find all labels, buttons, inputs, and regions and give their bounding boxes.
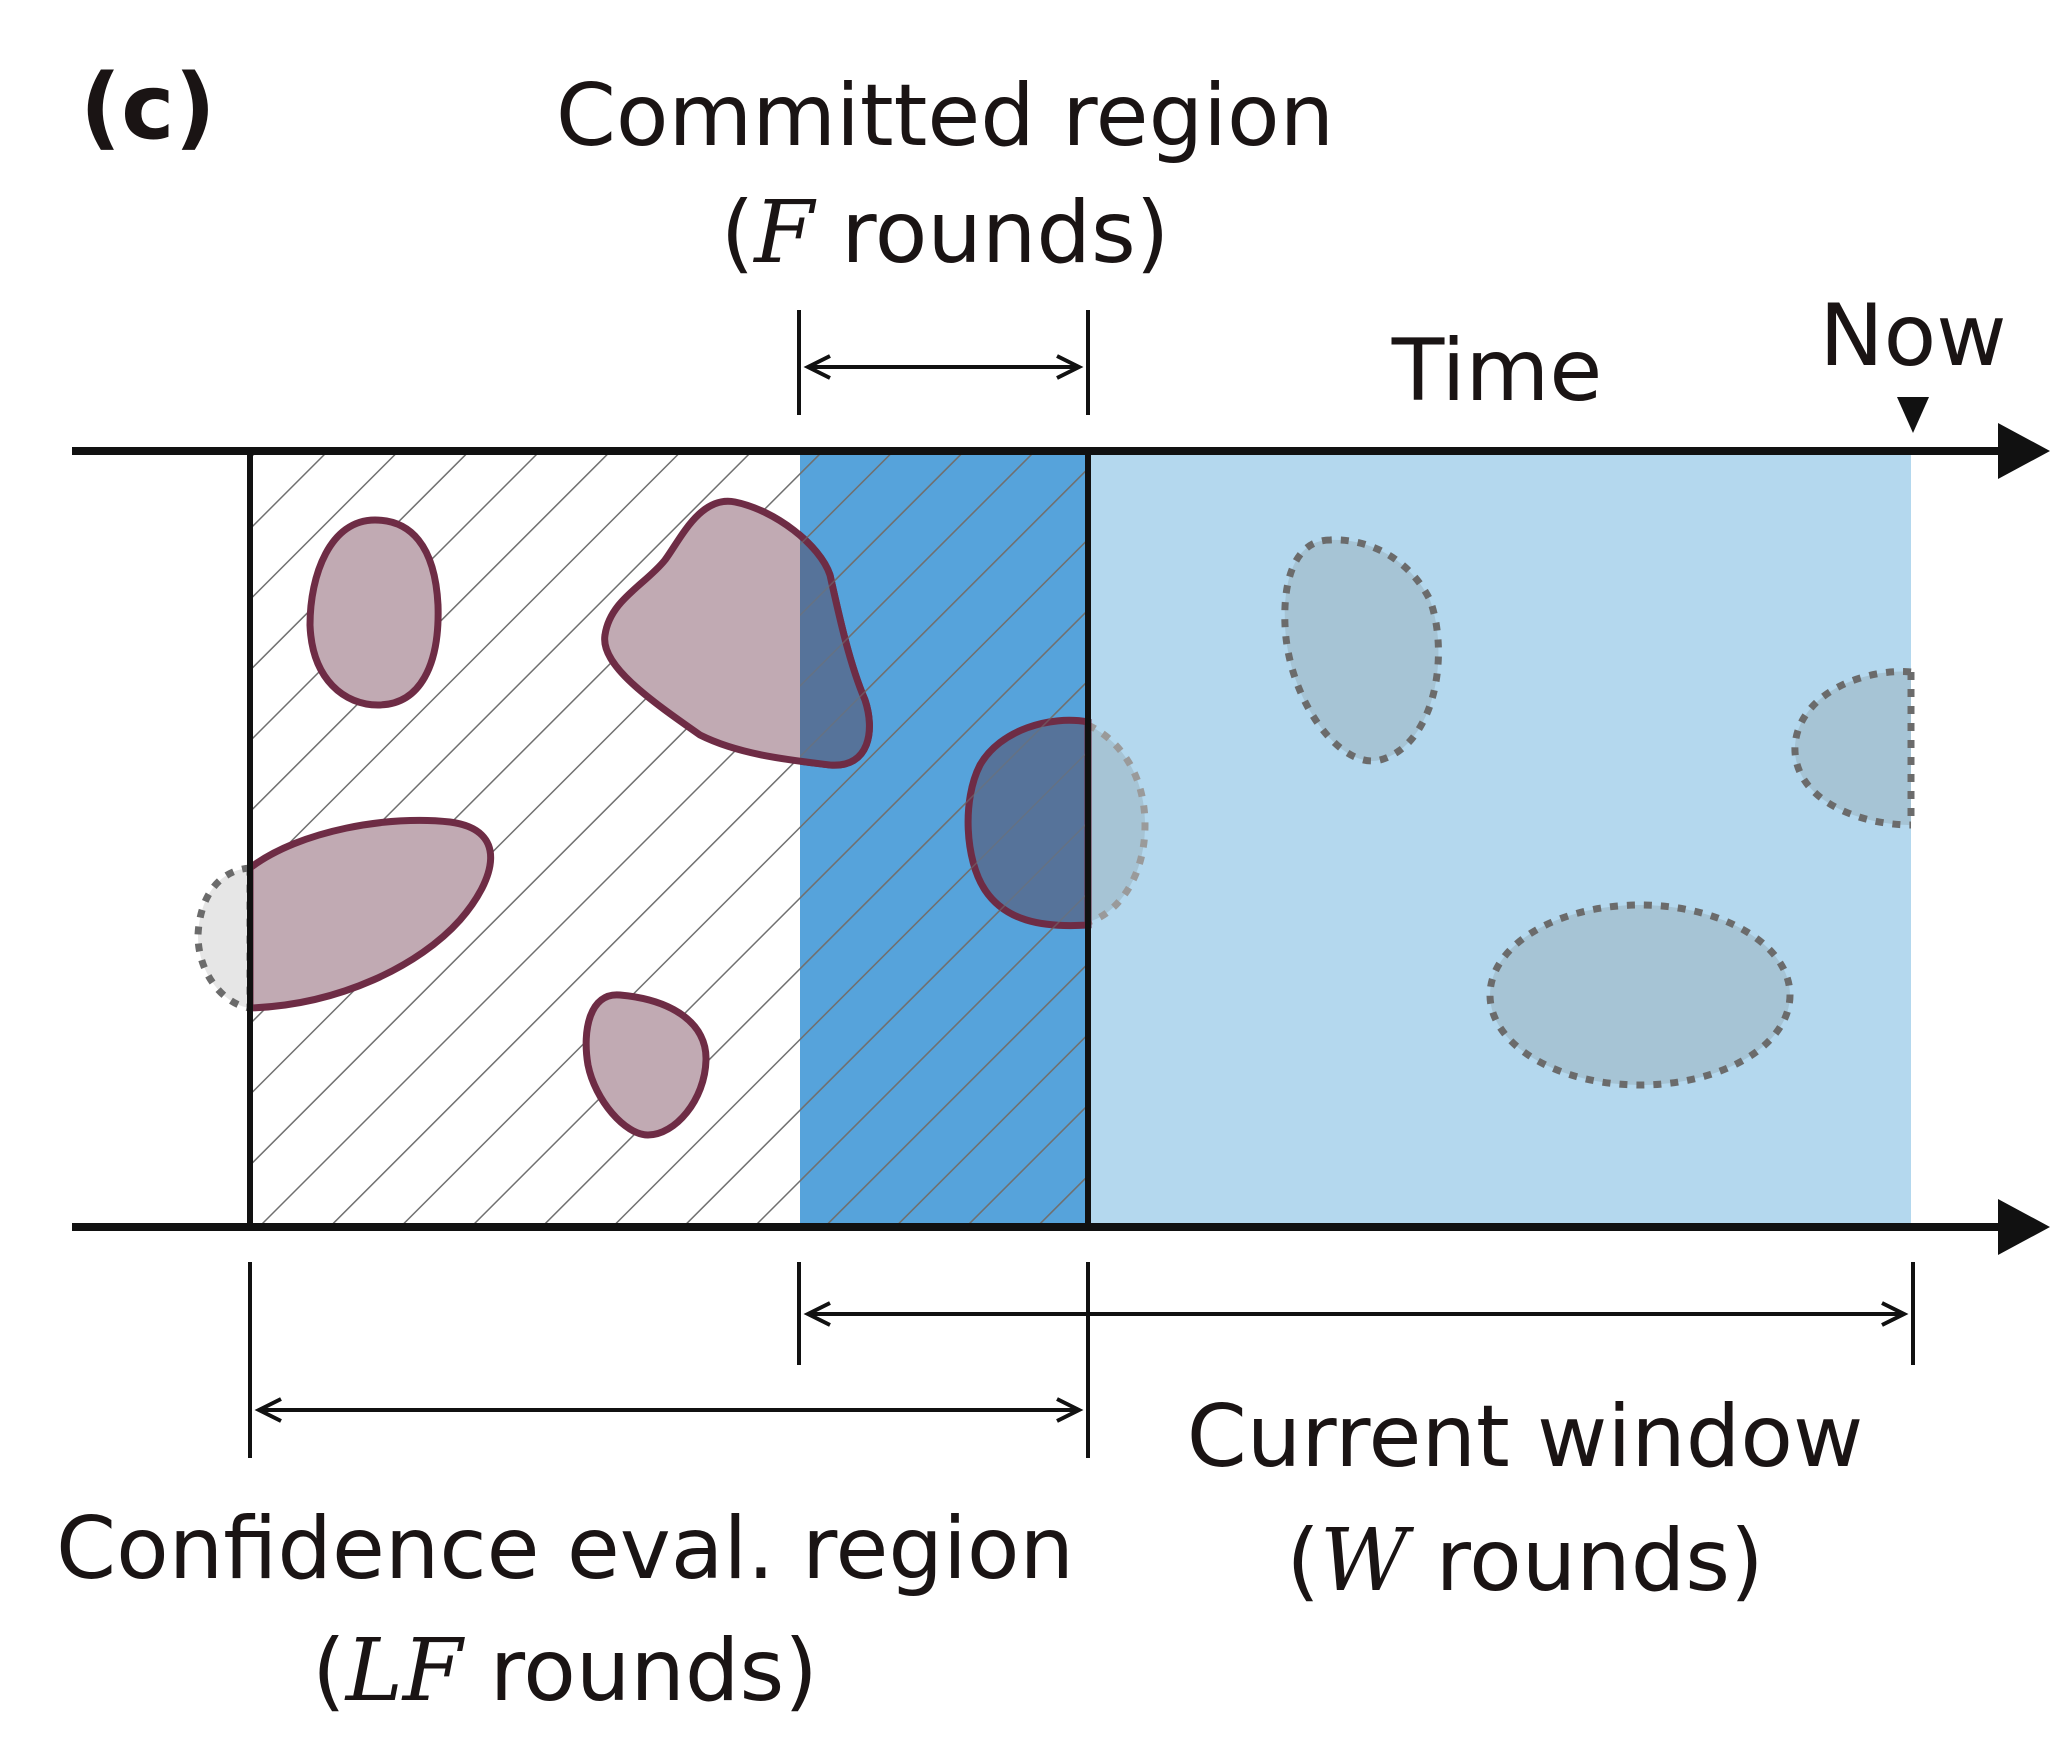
confidence-rounds: (LF rounds) xyxy=(312,1621,818,1721)
committed-bracket xyxy=(797,310,1090,415)
window-unit: rounds xyxy=(1408,1511,1730,1611)
confidence-var: LF xyxy=(344,1621,466,1721)
future-clusters xyxy=(1086,536,1915,1089)
dotted-cluster-2 xyxy=(1791,668,1912,829)
now-label: Now xyxy=(1819,286,2006,386)
committed-region-rounds: (F rounds) xyxy=(721,183,1170,283)
time-axis-bottom xyxy=(72,1199,2050,1255)
window-rounds: (W rounds) xyxy=(1286,1511,1763,1611)
committed-region-title: Committed region xyxy=(556,66,1334,166)
time-axis-top xyxy=(72,423,2050,479)
confidence-unit: rounds xyxy=(462,1621,784,1721)
panel-label: (c) xyxy=(80,55,216,160)
dotted-cluster-boundary xyxy=(1086,721,1149,926)
committed-var: F xyxy=(752,183,817,283)
current-window-region xyxy=(1088,451,1911,1227)
cluster-5 xyxy=(582,991,710,1139)
window-title: Current window xyxy=(1187,1387,1864,1487)
time-label: Time xyxy=(1391,321,1602,421)
committed-unit: rounds xyxy=(814,183,1136,283)
bottom-brackets xyxy=(248,1262,1915,1458)
now-marker-icon xyxy=(1897,397,1929,433)
confidence-title: Confidence eval. region xyxy=(56,1499,1074,1599)
committed-hatch-overlay xyxy=(800,451,1088,1227)
dotted-cluster-1 xyxy=(1281,536,1442,765)
dotted-cluster-3 xyxy=(1486,901,1794,1089)
window-var: W xyxy=(1320,1511,1415,1611)
cluster-4 xyxy=(250,816,495,1012)
cluster-1 xyxy=(306,516,442,709)
ghost-cluster-left xyxy=(194,864,250,1012)
